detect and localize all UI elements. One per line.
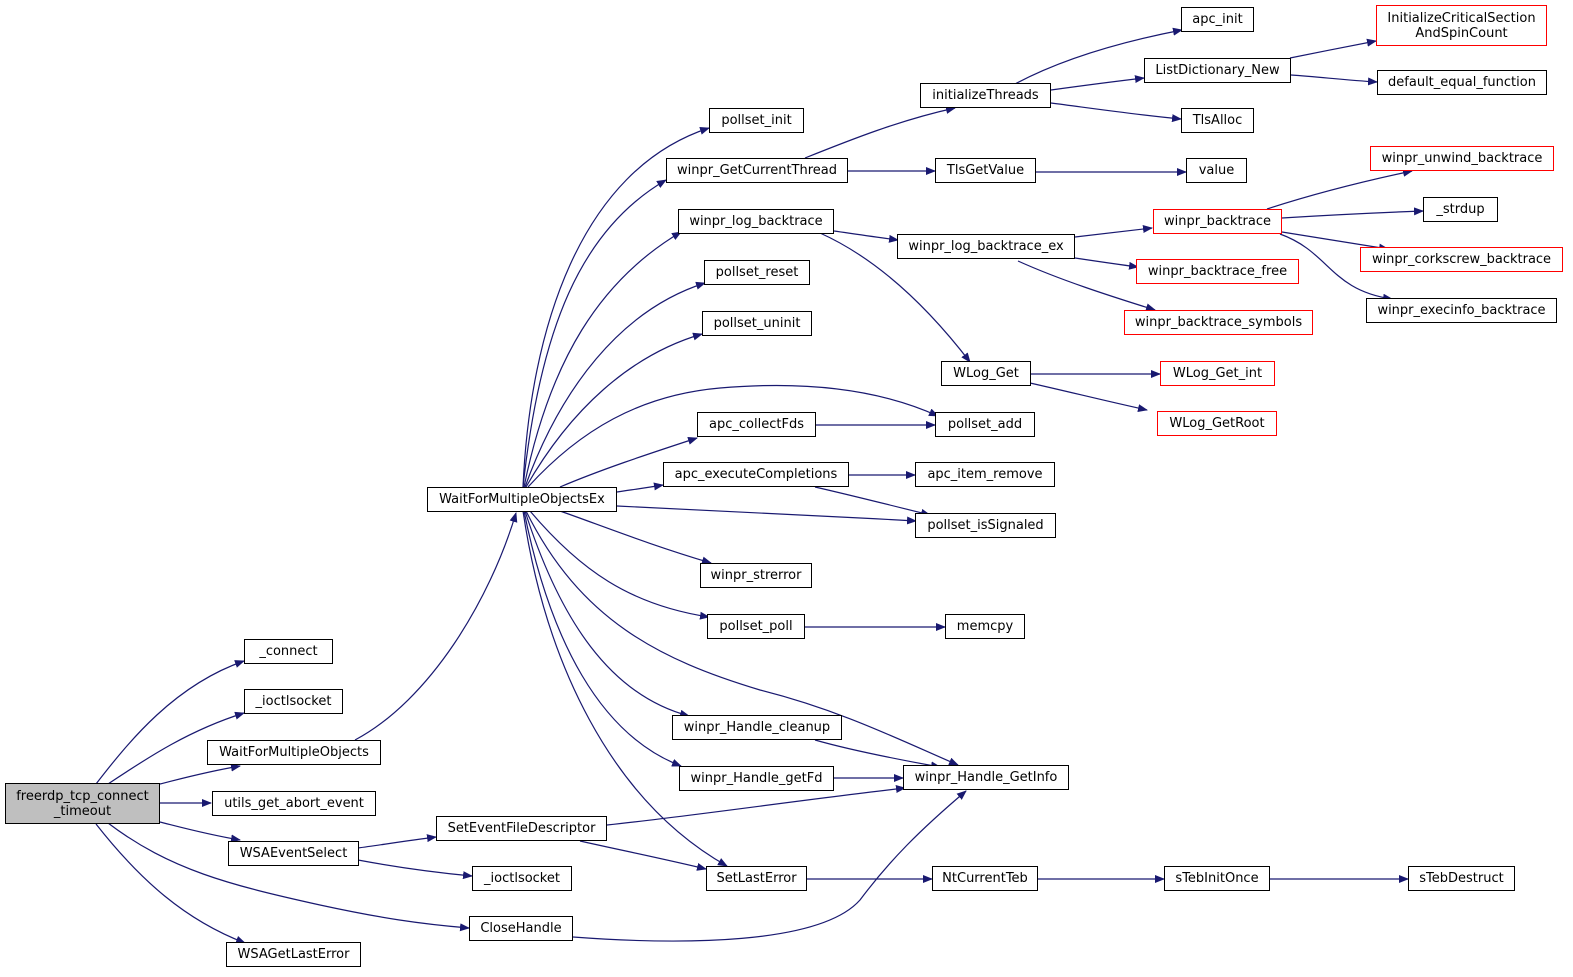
edge-wfmoex-apc-collectfds xyxy=(559,436,698,488)
node-ioctlsocket-2[interactable]: _ioctlsocket xyxy=(472,866,572,891)
edge-root-wsagetlasterror xyxy=(95,823,246,944)
node-pollset-uninit[interactable]: pollset_uninit xyxy=(702,311,812,336)
edge-log-backtrace-log-backtrace-ex xyxy=(833,230,899,243)
node-wsa-event-select[interactable]: WSAEventSelect xyxy=(228,841,359,866)
edge-wfmoex-handle-cleanup xyxy=(524,510,690,718)
node-ioctlsocket-1[interactable]: _ioctlsocket xyxy=(244,689,343,714)
edge-seteventfd-setlasterror xyxy=(579,840,707,871)
node-tls-get-value[interactable]: TlsGetValue xyxy=(935,158,1036,183)
node-connect[interactable]: _connect xyxy=(244,639,333,664)
edge-apc-execcompl-pollset-issignaled xyxy=(814,486,931,517)
node-wait-for-multiple-objects-ex[interactable]: WaitForMultipleObjectsEx xyxy=(427,487,617,512)
edge-wfmo-wfmoex xyxy=(354,512,518,741)
node-wlog-get-int[interactable]: WLog_Get_int xyxy=(1160,361,1275,386)
edge-root-ioctlsocket1 xyxy=(107,711,245,785)
edge-wfmoex-log-backtrace xyxy=(523,231,682,488)
node-apc-collect-fds[interactable]: apc_collectFds xyxy=(697,412,816,437)
node-memcpy[interactable]: memcpy xyxy=(945,614,1025,639)
node-apc-init[interactable]: apc_init xyxy=(1181,7,1254,32)
edge-wlog-get-wlog-getroot xyxy=(1029,382,1148,413)
node-wait-for-multiple-objects[interactable]: WaitForMultipleObjects xyxy=(207,740,381,765)
edge-root-closehandle xyxy=(107,822,470,932)
edge-wfmoex-pollset-init xyxy=(522,126,710,488)
node-winpr-log-backtrace[interactable]: winpr_log_backtrace xyxy=(678,209,834,234)
node-winpr-get-current-thread[interactable]: winpr_GetCurrentThread xyxy=(666,158,848,183)
node-pollset-poll[interactable]: pollset_poll xyxy=(707,614,805,639)
edge-wfmoex-setlasterror xyxy=(522,510,728,867)
node-default-equal-function[interactable]: default_equal_function xyxy=(1377,70,1547,95)
node-nt-current-teb[interactable]: NtCurrentTeb xyxy=(932,866,1038,891)
edge-wfmoex-pollset-issignaled xyxy=(616,505,917,525)
node-initialize-critical-section-and-spin-count[interactable]: InitializeCriticalSection AndSpinCount xyxy=(1376,5,1547,46)
node-list-dictionary-new[interactable]: ListDictionary_New xyxy=(1144,58,1291,83)
edge-handle-cleanup-handle-getinfo xyxy=(814,739,941,770)
edge-wfmoex-pollset-poll xyxy=(529,510,710,620)
node-close-handle[interactable]: CloseHandle xyxy=(469,916,573,941)
edge-wfmoex-strerror xyxy=(559,510,712,565)
edge-wfmoex-getcurrentthread xyxy=(522,179,667,488)
node-strdup[interactable]: _strdup xyxy=(1423,197,1498,222)
node-winpr-execinfo-backtrace[interactable]: winpr_execinfo_backtrace xyxy=(1366,298,1557,323)
node-winpr-handle-get-info[interactable]: winpr_Handle_GetInfo xyxy=(903,765,1069,790)
edge-root-wfmo xyxy=(159,763,241,785)
node-winpr-log-backtrace-ex[interactable]: winpr_log_backtrace_ex xyxy=(897,234,1075,259)
node-wsa-get-last-error[interactable]: WSAGetLastError xyxy=(226,942,361,967)
node-winpr-handle-cleanup[interactable]: winpr_Handle_cleanup xyxy=(672,715,842,740)
node-set-last-error[interactable]: SetLastError xyxy=(706,866,807,891)
edge-backtrace-strdup xyxy=(1281,207,1424,219)
node-pollset-is-signaled[interactable]: pollset_isSignaled xyxy=(915,513,1056,538)
node-winpr-handle-get-fd[interactable]: winpr_Handle_getFd xyxy=(679,766,834,791)
node-winpr-unwind-backtrace[interactable]: winpr_unwind_backtrace xyxy=(1370,146,1554,171)
edge-root-wsaeventselect xyxy=(159,821,241,843)
edge-listdict-new-init-crit-section xyxy=(1289,38,1377,59)
node-pollset-add[interactable]: pollset_add xyxy=(935,412,1035,437)
node-pollset-reset[interactable]: pollset_reset xyxy=(704,260,810,285)
edge-init-threads-apc-init xyxy=(1014,27,1183,85)
node-winpr-backtrace-symbols[interactable]: winpr_backtrace_symbols xyxy=(1124,310,1313,335)
edge-root-connect xyxy=(95,660,245,785)
edge-getcurrentthread-init-threads xyxy=(804,106,956,159)
edge-wsaeventselect-seteventfd xyxy=(357,834,437,849)
edge-seteventfd-handle-getinfo xyxy=(606,785,906,826)
node-utils-get-abort-event[interactable]: utils_get_abort_event xyxy=(212,791,376,816)
node-value[interactable]: value xyxy=(1186,158,1247,183)
edge-wsaeventselect-ioctlsocket2 xyxy=(357,859,473,880)
edge-wfmoex-pollset-uninit xyxy=(525,332,703,488)
node-wlog-get[interactable]: WLog_Get xyxy=(941,361,1031,386)
node-set-event-file-descriptor[interactable]: SetEventFileDescriptor xyxy=(436,816,607,841)
node-apc-execute-completions[interactable]: apc_executeCompletions xyxy=(663,462,849,487)
edge-wfmoex-handle-getinfo xyxy=(525,510,959,766)
node-initialize-threads[interactable]: initializeThreads xyxy=(920,83,1051,108)
edge-init-threads-tlsalloc xyxy=(1050,102,1182,123)
edge-log-backtrace-wlog-get xyxy=(819,232,971,363)
edge-wfmoex-pollset-add xyxy=(527,384,939,488)
node-winpr-backtrace[interactable]: winpr_backtrace xyxy=(1153,209,1282,234)
edge-init-threads-listdict-new xyxy=(1050,75,1145,91)
node-winpr-backtrace-free[interactable]: winpr_backtrace_free xyxy=(1136,259,1299,284)
node-winpr-strerror[interactable]: winpr_strerror xyxy=(700,563,812,588)
edge-log-backtrace-ex-backtrace-symbols xyxy=(1017,260,1156,312)
node-root-function: freerdp_tcp_connect _timeout xyxy=(5,783,160,824)
node-tls-alloc[interactable]: TlsAlloc xyxy=(1181,108,1254,133)
node-winpr-corkscrew-backtrace[interactable]: winpr_corkscrew_backtrace xyxy=(1360,247,1563,272)
edge-wfmoex-pollset-reset xyxy=(524,281,706,488)
edge-wfmoex-handle-getfd xyxy=(523,510,682,767)
node-pollset-init[interactable]: pollset_init xyxy=(709,108,804,133)
edge-backtrace-unwind-backtrace xyxy=(1266,168,1413,210)
node-steb-destruct[interactable]: sTebDestruct xyxy=(1408,866,1515,891)
node-steb-init-once[interactable]: sTebInitOnce xyxy=(1164,866,1270,891)
edge-closehandle-handle-getinfo xyxy=(572,790,967,942)
node-apc-item-remove[interactable]: apc_item_remove xyxy=(915,462,1055,487)
edge-wfmoex-apc-execcompl xyxy=(616,482,664,493)
edge-log-backtrace-ex-backtrace-free xyxy=(1074,257,1139,270)
edge-listdict-new-default-equal xyxy=(1290,74,1378,86)
edge-backtrace-execinfo-backtrace xyxy=(1279,233,1393,302)
edge-log-backtrace-ex-backtrace xyxy=(1074,225,1153,238)
node-wlog-get-root[interactable]: WLog_GetRoot xyxy=(1157,411,1277,436)
